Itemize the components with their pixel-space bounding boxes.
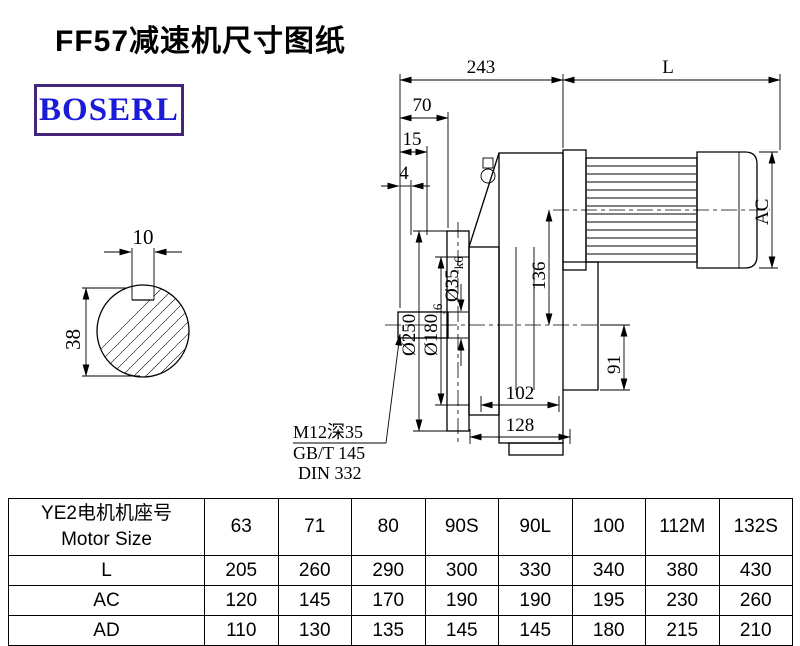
housing-rear-block [563,261,599,391]
note-gbt-label: GB/T 145 [293,443,365,463]
row-label-L: L [8,555,205,586]
gearbox-side-view [385,149,770,456]
motor-size-header-cell: YE2电机机座号 Motor Size [8,498,205,556]
table-cell: 190 [498,585,573,616]
dim-128-label: 128 [506,415,535,436]
dim-91-label: 91 [604,355,625,374]
motor-size-80: 80 [351,498,426,556]
table-header-row: YE2电机机座号 Motor Size 63 71 80 90S 90L 100… [8,498,793,556]
dim-spigot-label: Ø180j6 [421,303,445,356]
table-cell: 430 [718,555,793,586]
table-cell: 340 [571,555,646,586]
table-cell: 130 [277,615,352,646]
table-cell: 380 [645,555,720,586]
table-cell: 180 [571,615,646,646]
table-cell: 135 [351,615,426,646]
motor-size-71: 71 [277,498,352,556]
motor-cooling-fins [587,165,696,255]
note-din-label: DIN 332 [298,463,362,483]
table-cell: 215 [645,615,720,646]
table-row-L: L 205 260 290 300 330 340 380 430 [8,555,793,586]
eye-bolt-base [482,157,494,169]
dim-key-width-label: 10 [133,225,154,249]
table-cell: 110 [204,615,279,646]
motor-size-90L: 90L [498,498,573,556]
table-cell: 195 [571,585,646,616]
table-row-AD: AD 110 130 135 145 145 180 215 210 [8,615,793,646]
dim-L-label: L [662,57,674,78]
table-cell: 290 [351,555,426,586]
dim-4-label: 4 [399,163,409,184]
header-line-en: Motor Size [61,529,152,550]
motor-size-63: 63 [204,498,279,556]
table-cell: 205 [204,555,279,586]
table-cell: 230 [645,585,720,616]
page-title: FF57减速机尺寸图纸 [55,25,347,58]
table-cell: 145 [498,615,573,646]
tapped-hole-note: M12深35 GB/T 145 DIN 332 [293,333,402,483]
eye-bolt [480,168,496,184]
table-row-AC: AC 120 145 170 190 190 195 230 260 [8,585,793,616]
technical-drawing: 10 38 [61,57,781,483]
dim-70-label: 70 [413,95,432,116]
table-cell: 210 [718,615,793,646]
row-label-AC: AC [8,585,205,616]
dimension-annotations: 243 L 70 15 4 AC 136 91 [381,57,781,444]
motor-size-132S: 132S [718,498,793,556]
section-hatching [97,286,189,377]
dim-243-label: 243 [467,57,496,78]
table-cell: 120 [204,585,279,616]
table-cell: 300 [424,555,499,586]
dim-15-label: 15 [403,129,422,150]
housing-front-plate [468,246,500,416]
table-cell: 170 [351,585,426,616]
shaft-section-circle [96,284,190,378]
table-cell: 260 [718,585,793,616]
table-cell: 145 [424,615,499,646]
note-tap-label: M12深35 [293,422,363,442]
dim-38-label: 38 [61,329,85,350]
table-cell: 260 [277,555,352,586]
motor-size-112M: 112M [645,498,720,556]
dim-shaft-dia-label: Ø35k6 [442,256,466,302]
boserl-logo-text: BOSERL [39,91,179,128]
motor-size-90S: 90S [424,498,499,556]
boserl-logo: BOSERL [34,84,184,136]
table-cell: 190 [424,585,499,616]
housing-top-chamfer [468,152,500,248]
table-cell: 145 [277,585,352,616]
dim-flange-od-label: Ø250 [399,314,420,356]
dim-136-label: 136 [529,262,550,291]
motor-dimension-table: YE2电机机座号 Motor Size 63 71 80 90S 90L 100… [8,498,793,646]
motor-size-100: 100 [571,498,646,556]
header-line-cn: YE2电机机座号 [41,503,172,524]
housing-foot [508,442,564,456]
row-label-AD: AD [8,615,205,646]
fan-cover [696,151,758,269]
dim-AC-label: AC [752,199,773,225]
table-cell: 330 [498,555,573,586]
dim-102-label: 102 [506,383,535,404]
shaft-end-view: 10 38 [61,225,190,378]
